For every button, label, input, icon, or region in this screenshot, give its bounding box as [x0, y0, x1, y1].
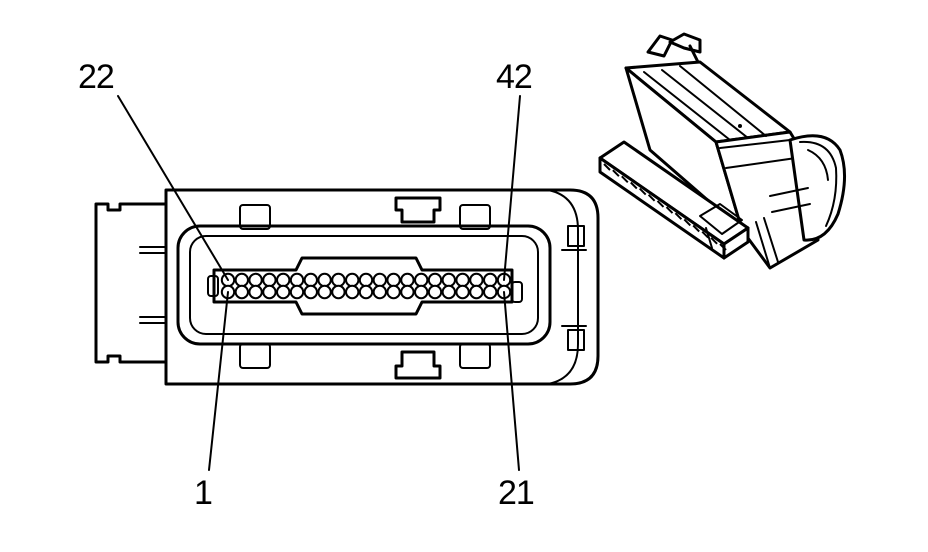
right-tabs: [561, 225, 587, 351]
pin-41: [483, 272, 498, 288]
top-lug-left: [239, 204, 271, 230]
pin-35: [400, 272, 415, 288]
label-pin-22: 22: [78, 58, 114, 96]
pin-24: [248, 272, 263, 288]
leader-line-1: [208, 291, 229, 471]
iso-contact-line: [647, 194, 656, 202]
pin-grid: [220, 272, 512, 300]
pin-34: [386, 272, 401, 288]
pin-12: [372, 284, 387, 300]
pin-7: [303, 284, 318, 300]
iso-contact-line: [719, 243, 727, 251]
pin-8: [317, 284, 332, 300]
iso-contact-line: [683, 218, 692, 227]
pin-16: [427, 284, 443, 300]
pin-26: [276, 272, 291, 288]
iso-contact-line: [603, 163, 611, 171]
bottom-lug-right: [459, 343, 491, 369]
leader-lines: [117, 95, 521, 471]
pin-15: [414, 284, 429, 300]
pin-17: [441, 284, 456, 300]
iso-contact-line: [638, 187, 647, 196]
pin-3: [248, 284, 263, 300]
pin-14: [400, 284, 415, 300]
connector-face-view: [94, 188, 600, 386]
label-pin-21: 21: [498, 474, 534, 512]
pin-23: [234, 272, 250, 288]
leader-line-22: [117, 95, 229, 281]
shroud-outer: [176, 224, 552, 346]
bottom-key: [394, 350, 442, 380]
iso-contact-line: [701, 230, 709, 239]
iso-contact-line: [665, 206, 674, 214]
pin-27: [289, 272, 305, 288]
pin-30: [331, 272, 346, 288]
pin-25: [262, 272, 277, 288]
housing-outer: [164, 188, 600, 386]
iso-contact-line: [692, 224, 700, 233]
label-pin-42: 42: [496, 58, 532, 96]
leader-line-21: [503, 291, 520, 471]
iso-contact-line: [710, 237, 718, 245]
pin-11: [358, 284, 374, 300]
connector-isometric-view: [598, 32, 847, 270]
left-latch: [94, 202, 168, 364]
pin-33: [372, 272, 387, 288]
pin-19: [469, 284, 484, 300]
pin-29: [317, 272, 332, 288]
iso-contact-line: [612, 169, 620, 177]
iso-contact-line: [674, 212, 683, 220]
pin-5: [276, 284, 291, 300]
pin-38: [441, 272, 456, 288]
bottom-lug-left: [239, 343, 271, 369]
pin-4: [262, 284, 277, 300]
iso-contact-line: [656, 200, 665, 208]
label-pin-1: 1: [194, 474, 212, 512]
iso-contact-line: [630, 181, 638, 190]
pin-2: [234, 284, 250, 300]
pin-31: [345, 272, 360, 288]
pin-36: [414, 272, 429, 288]
pin-28: [303, 272, 318, 288]
pin-9: [331, 284, 346, 300]
pin-13: [386, 284, 401, 300]
pin-18: [455, 284, 470, 300]
pin-39: [455, 272, 470, 288]
leader-line-42: [503, 95, 521, 281]
pin-37: [427, 272, 443, 288]
iso-contact-lines: [603, 163, 727, 251]
pin-6: [289, 284, 305, 300]
pin-20: [483, 284, 498, 300]
top-lug-right: [459, 204, 491, 230]
pin-10: [345, 284, 360, 300]
iso-contact-line: [621, 175, 629, 184]
shroud-inner: [189, 235, 539, 335]
pin-40: [469, 272, 484, 288]
top-key: [394, 196, 442, 224]
pin-32: [358, 272, 374, 288]
